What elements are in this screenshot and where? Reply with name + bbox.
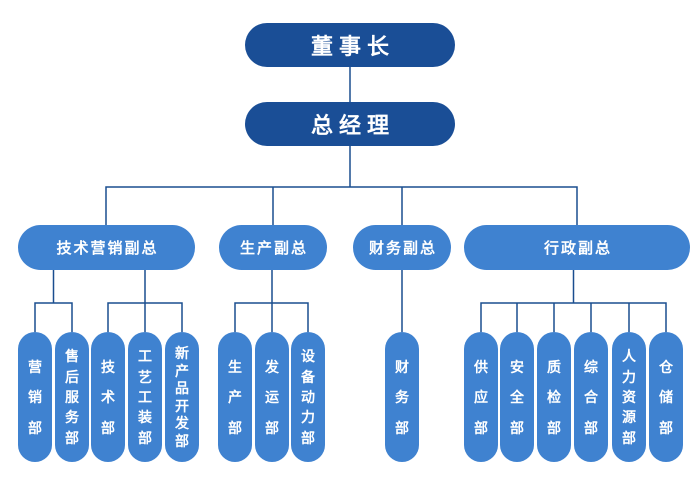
node-label: 供应部 xyxy=(474,358,488,436)
connector-path xyxy=(34,67,667,332)
node-label: 技术营销副总 xyxy=(56,240,159,257)
node-dept-new-product-dev: 新产品开发部 xyxy=(165,332,199,462)
node-dept-marketing: 营销部 xyxy=(18,332,52,462)
node-chairman: 董事长 xyxy=(245,23,455,67)
node-dept-technology: 技术部 xyxy=(91,332,125,462)
node-vp-admin: 行政副总 xyxy=(464,225,690,270)
node-dept-supply: 供应部 xyxy=(464,332,498,462)
node-vp-tech-marketing: 技术营销副总 xyxy=(18,225,195,270)
node-label: 财务副总 xyxy=(368,240,437,257)
node-dept-human-resources: 人力资源部 xyxy=(612,332,646,462)
node-dept-equipment-power: 设备动力部 xyxy=(291,332,325,462)
node-label: 总经理 xyxy=(310,113,395,138)
node-label: 人力资源部 xyxy=(622,348,636,446)
node-label: 安全部 xyxy=(510,358,524,436)
node-dept-process-tooling: 工艺工装部 xyxy=(128,332,162,462)
node-label: 技术部 xyxy=(101,358,115,436)
node-dept-warehouse: 仓储部 xyxy=(649,332,683,462)
node-dept-shipping: 发运部 xyxy=(255,332,289,462)
node-dept-safety: 安全部 xyxy=(500,332,534,462)
node-label: 生产副总 xyxy=(239,240,308,257)
node-label: 工艺工装部 xyxy=(138,348,152,446)
node-label: 综合部 xyxy=(584,358,598,436)
node-label: 董事长 xyxy=(310,34,395,59)
node-label: 售后服务部 xyxy=(65,348,79,446)
node-dept-after-sales-service: 售后服务部 xyxy=(55,332,89,462)
node-vp-finance: 财务副总 xyxy=(353,225,451,270)
node-label: 质检部 xyxy=(547,358,561,436)
node-dept-general-affairs: 综合部 xyxy=(574,332,608,462)
node-vp-production: 生产副总 xyxy=(219,225,327,270)
node-label: 财务部 xyxy=(395,358,409,436)
node-label: 新产品开发部 xyxy=(175,345,189,449)
node-dept-production: 生产部 xyxy=(218,332,252,462)
node-general-manager: 总经理 xyxy=(245,102,455,146)
node-label: 行政副总 xyxy=(543,240,612,257)
node-dept-finance: 财务部 xyxy=(385,332,419,462)
node-label: 发运部 xyxy=(265,358,279,436)
node-dept-quality-inspection: 质检部 xyxy=(537,332,571,462)
node-label: 仓储部 xyxy=(659,358,673,436)
node-label: 生产部 xyxy=(228,358,242,436)
node-label: 设备动力部 xyxy=(301,348,315,446)
node-label: 营销部 xyxy=(28,358,42,436)
